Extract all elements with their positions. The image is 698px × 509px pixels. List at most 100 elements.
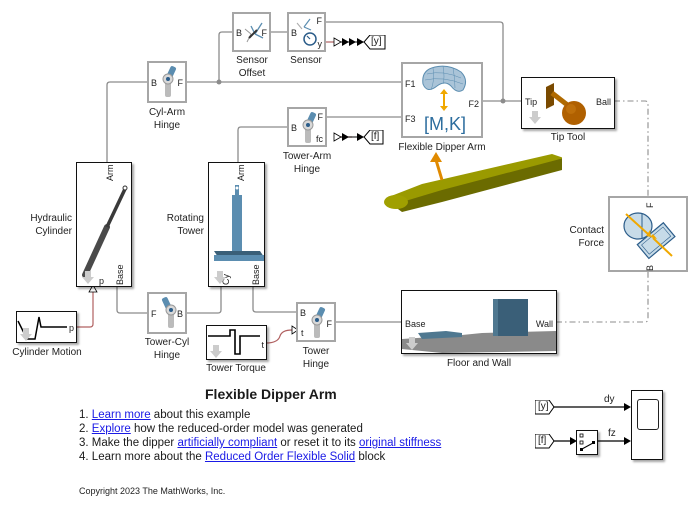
junction-dot <box>500 98 506 104</box>
tower-cyl-hinge-block[interactable]: F B <box>147 292 187 334</box>
arrow-head <box>570 437 577 445</box>
gravity-arrow-icon <box>214 271 226 284</box>
mass-stiffness-text: [M,K] <box>424 114 467 134</box>
floor-wall-scene-image <box>402 299 556 353</box>
goto-tag-y[interactable]: [y] <box>364 35 386 50</box>
cylinder-motion-block[interactable]: p <box>16 311 77 343</box>
port-t: t <box>261 340 264 350</box>
pulse-waveform-icon <box>208 329 260 355</box>
learn-more-link[interactable]: Learn more <box>91 409 151 421</box>
flexible-body-mesh-icon <box>422 65 467 92</box>
arrow-head <box>624 403 631 411</box>
rotating-tower-block[interactable]: Arm Base Cy <box>208 162 265 287</box>
port-f: F <box>151 309 157 319</box>
wire-towerarm-b-to-tower <box>237 126 287 163</box>
dipper-arm-3d-image <box>384 152 562 212</box>
scope-block[interactable] <box>631 390 663 460</box>
wire-cylarm-b-to-hydraulic-arm <box>106 81 147 163</box>
tower-arm-hinge-block[interactable]: B F fc <box>287 107 327 147</box>
scope-screen-icon <box>637 399 659 430</box>
ps-converter-y <box>333 37 364 47</box>
port-b: B <box>291 123 298 133</box>
arrow-head <box>624 437 631 445</box>
port-f: F <box>326 319 333 329</box>
contact-force-block[interactable]: F B <box>608 196 688 272</box>
tip-ball-icon <box>546 83 586 125</box>
from-tag-y[interactable]: [y] <box>535 400 555 415</box>
signal-label-dy: dy <box>604 394 615 405</box>
wire-hydraulic-base-to-towercyl <box>116 287 147 314</box>
revolute-joint-icon <box>162 66 177 97</box>
port-tip: Tip <box>525 97 538 107</box>
gravity-arrow-icon <box>20 328 32 341</box>
tower-icon <box>214 185 264 261</box>
annotation-list: 1. Learn more about this example 2. Expl… <box>79 408 441 464</box>
annotation-title: Flexible Dipper Arm <box>205 386 337 402</box>
floor-and-wall-block[interactable]: Base Wall <box>401 290 557 354</box>
tower-hinge-block[interactable]: B t F <box>296 302 336 342</box>
deformation-arrow-icon <box>440 89 448 111</box>
wire-towercyl-to-tower-cy <box>186 287 222 314</box>
tip-tool-label: Tip Tool <box>550 132 586 143</box>
switch-icon <box>579 433 595 451</box>
manual-switch-block[interactable] <box>576 430 598 455</box>
port-b: B <box>236 28 243 38</box>
wire-wall-to-contact-b <box>556 271 649 323</box>
explore-link[interactable]: Explore <box>91 423 131 435</box>
port-f1: F1 <box>405 79 416 89</box>
original-stiffness-link[interactable]: original stiffness <box>358 437 442 449</box>
signal-label-fz: fz <box>608 428 616 439</box>
sensor-label: Sensor <box>290 55 322 66</box>
wire-junction-to-sensor-offset <box>218 31 232 82</box>
reduced-order-flexible-solid-link[interactable]: Reduced Order Flexible Solid <box>204 451 356 463</box>
tower-torque-block[interactable]: t <box>206 325 267 360</box>
port-arm: Arm <box>105 164 115 182</box>
port-p: p <box>68 323 74 333</box>
signal-cylinder-motion-p <box>77 292 94 328</box>
port-fc: fc <box>315 134 323 144</box>
gravity-arrow-icon <box>82 271 94 284</box>
port-f: F <box>177 78 184 88</box>
tip-tool-block[interactable]: Tip Ball <box>521 77 615 129</box>
port-b: B <box>176 309 183 319</box>
gravity-arrow-icon <box>210 345 222 358</box>
from-tag-f[interactable]: [f] <box>535 434 555 449</box>
cylinder-rod-icon <box>82 185 128 278</box>
cylinder-motion-label: Cylinder Motion <box>12 347 82 358</box>
port-y: y <box>317 39 323 49</box>
port-p: p <box>99 276 105 286</box>
junction-dot <box>216 79 222 85</box>
flexible-dipper-arm-block[interactable]: F1 F2 F3 [M,K] <box>401 62 483 138</box>
port-wall: Wall <box>535 319 553 329</box>
tower-torque-label: Tower Torque <box>206 363 266 374</box>
sensor-block[interactable]: B F y <box>287 12 326 52</box>
copyright-text: Copyright 2023 The MathWorks, Inc. <box>79 486 226 496</box>
revolute-joint-icon <box>161 297 177 328</box>
wire-tower-base-to-towerhinge <box>252 287 297 313</box>
contact-force-icon <box>623 212 676 260</box>
artificially-compliant-link[interactable]: artificially compliant <box>177 437 278 449</box>
port-f2: F2 <box>468 99 479 109</box>
sensor-offset-block[interactable]: B F <box>232 12 271 52</box>
port-f3: F3 <box>405 114 416 124</box>
port-base: Base <box>405 319 426 329</box>
port-arm: Arm <box>236 164 246 182</box>
hydraulic-cylinder-block[interactable]: Arm Base p <box>76 162 132 287</box>
revolute-joint-icon <box>302 112 317 143</box>
goto-tag-f[interactable]: [f] <box>364 130 384 145</box>
port-b: B <box>300 308 307 318</box>
port-b: B <box>151 78 158 88</box>
ps-converter-f <box>333 132 364 142</box>
input-port-triangle <box>291 325 299 335</box>
port-ball: Ball <box>595 97 611 107</box>
port-f: F <box>317 112 324 122</box>
port-b: B <box>291 28 298 38</box>
cyl-arm-hinge-block[interactable]: B F <box>147 61 187 103</box>
